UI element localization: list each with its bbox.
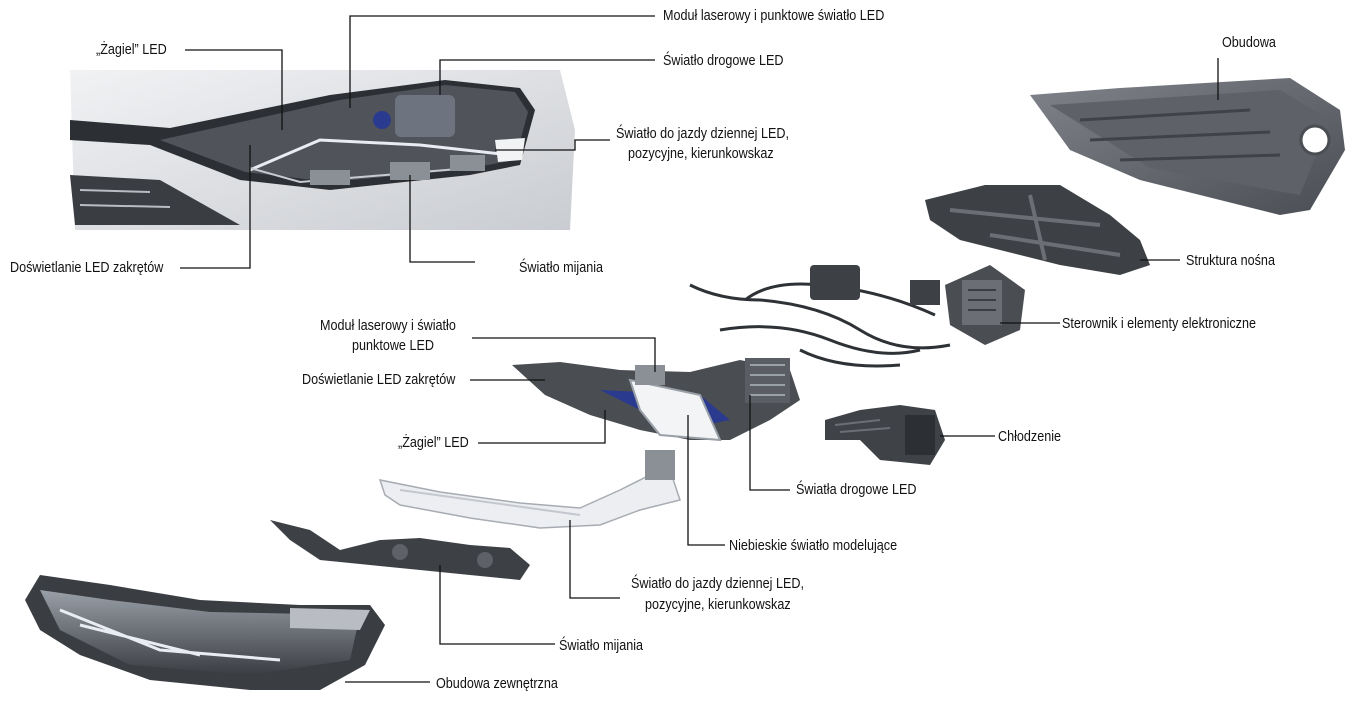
label-drl-line1: Światło do jazdy dziennej LED, xyxy=(631,575,805,592)
low-beam-part xyxy=(270,520,530,580)
label-photo-low-beam: Światło mijania xyxy=(519,259,604,276)
laser-module-assembly xyxy=(512,358,800,442)
label-sail-led: „Żagiel” LED xyxy=(398,434,469,451)
label-photo-laser-module: Moduł laserowy i punktowe światło LED xyxy=(663,7,885,24)
support-structure-part xyxy=(925,185,1150,275)
label-outer-housing: Obudowa zewnętrzna xyxy=(436,675,558,692)
label-photo-high-beam: Światło drogowe LED xyxy=(663,52,784,69)
label-support-structure: Struktura nośna xyxy=(1186,252,1275,269)
drl-light-guide-part xyxy=(378,450,681,529)
label-photo-sail-led: „Żagiel” LED xyxy=(96,41,167,58)
label-blue-modelling-light: Niebieskie światło modelujące xyxy=(729,537,898,554)
label-low-beam: Światło mijania xyxy=(559,637,644,654)
label-photo-cornering: Doświetlanie LED zakrętów xyxy=(10,259,164,276)
outer-housing-part xyxy=(25,575,385,690)
label-controller: Sterownik i elementy elektroniczne xyxy=(1062,315,1257,332)
cooling-part xyxy=(825,405,945,465)
leader-lines xyxy=(180,15,1219,683)
label-laser-module-line1: Moduł laserowy i światło xyxy=(320,317,456,334)
label-photo-drl-line2: pozycyjne, kierunkowskaz xyxy=(628,145,774,162)
label-cooling: Chłodzenie xyxy=(998,428,1062,445)
car-headlight-photo xyxy=(70,70,575,230)
housing-part xyxy=(1030,78,1345,215)
controller-part xyxy=(945,265,1025,345)
label-photo-drl-line1: Światło do jazdy dziennej LED, xyxy=(616,125,790,142)
label-housing: Obudowa xyxy=(1222,34,1276,51)
label-laser-module-line2: punktowe LED xyxy=(352,337,434,354)
label-cornering: Doświetlanie LED zakrętów xyxy=(302,371,456,388)
label-high-beams: Światła drogowe LED xyxy=(796,481,917,498)
label-drl-line2: pozycyjne, kierunkowskaz xyxy=(645,596,791,613)
